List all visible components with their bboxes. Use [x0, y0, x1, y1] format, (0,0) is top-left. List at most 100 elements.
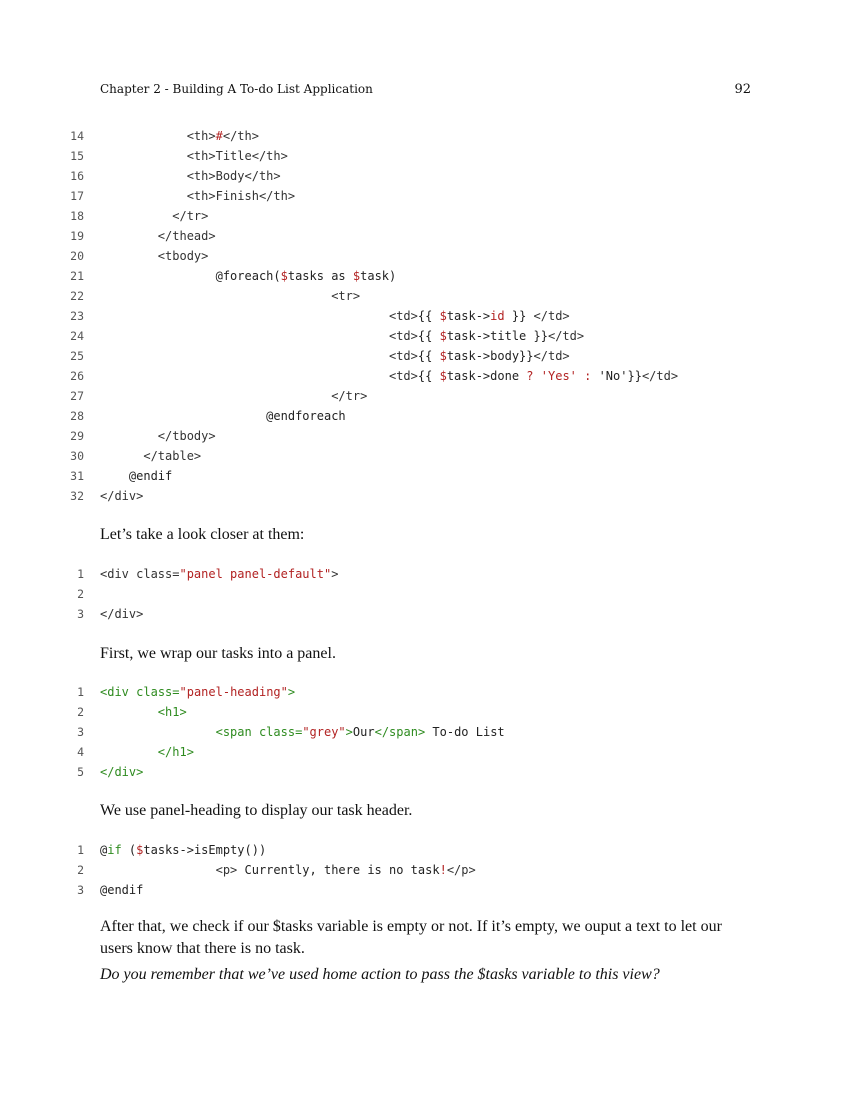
code-token [100, 725, 216, 739]
line-number: 2 [77, 705, 84, 719]
line-number: 3 [77, 883, 84, 897]
line-number: 21 [70, 269, 84, 283]
code-token: </div> [100, 765, 144, 779]
code-token: @foreach( [100, 269, 281, 283]
code-token: <h1> [157, 705, 187, 719]
line-number: 29 [70, 429, 84, 443]
code-token: "panel-heading" [179, 685, 288, 699]
line-number: 2 [77, 587, 84, 601]
code-line: 29 </tbody> [0, 426, 850, 446]
code-token: id [490, 309, 505, 323]
code-token: <td> [388, 309, 418, 323]
code-token [100, 389, 331, 403]
code-token: </thead> [157, 229, 216, 243]
code-token: 'Yes' [540, 369, 577, 383]
code-line: 30 </table> [0, 446, 850, 466]
code-token: class= [136, 685, 180, 699]
code-line: 20 <tbody> [0, 246, 850, 266]
page-header: Chapter 2 - Building A To-do List Applic… [100, 82, 751, 100]
code-token: $ [439, 349, 447, 363]
code-line: 3 @endif [0, 880, 850, 900]
code-token: task-> [446, 309, 491, 323]
code-text: <tbody> [100, 246, 209, 266]
code-token: 'No'}} [591, 369, 642, 383]
code-token [100, 745, 158, 759]
code-token: <td> [388, 329, 418, 343]
code-token: tasks as [287, 269, 353, 283]
code-line: 21 @foreach($tasks as $task) [0, 266, 850, 286]
code-text: <td>{{ $task->id }} </td> [100, 306, 570, 326]
code-token [100, 309, 389, 323]
code-token: </td> [641, 369, 679, 383]
code-line: 1<div class="panel panel-default"> [0, 564, 850, 584]
code-line: 28 @endforeach [0, 406, 850, 426]
code-token: </table> [143, 449, 202, 463]
line-number: 25 [70, 349, 84, 363]
code-text: <tr> [100, 286, 360, 306]
code-text: <th>Title</th> [100, 146, 288, 166]
line-number: 19 [70, 229, 84, 243]
code-text: @endif [100, 880, 143, 900]
paragraph-home-action-note: Do you remember that we’ve used home act… [100, 966, 660, 983]
code-token: <p> [215, 863, 238, 877]
code-text: <p> Currently, there is no task!</p> [100, 860, 476, 880]
code-token: <span [215, 725, 252, 739]
code-token: <th>Body</th> [186, 169, 281, 183]
code-token: $ [280, 269, 288, 283]
code-text: <div class="panel panel-default"> [100, 564, 338, 584]
line-number: 1 [77, 843, 84, 857]
code-token [100, 229, 158, 243]
line-number: 32 [70, 489, 84, 503]
code-text: <td>{{ $task->title }}</td> [100, 326, 584, 346]
code-text: @endforeach [100, 406, 346, 426]
code-text: </tbody> [100, 426, 216, 446]
line-number: 20 [70, 249, 84, 263]
code-line: 1<div class="panel-heading"> [0, 682, 850, 702]
line-number: 2 [77, 863, 84, 877]
code-token: {{ [417, 369, 440, 383]
line-number: 22 [70, 289, 84, 303]
code-token: <td> [388, 369, 418, 383]
code-line: 32 </div> [0, 486, 850, 506]
code-token: @endif [100, 883, 144, 897]
code-text: <span class="grey">Our</span> To-do List [100, 722, 505, 742]
code-token: task->title }} [446, 329, 548, 343]
code-token: task->body}} [446, 349, 534, 363]
code-text: </table> [100, 446, 201, 466]
code-token: task->done [446, 369, 527, 383]
paragraph-wrap-panel: First, we wrap our tasks into a panel. [100, 645, 336, 662]
code-token: # [215, 129, 223, 143]
code-line: 2 <p> Currently, there is no task!</p> [0, 860, 850, 880]
code-token: <div class= [100, 567, 180, 581]
line-number: 15 [70, 149, 84, 163]
code-text: </div> [100, 486, 143, 506]
code-text: <td>{{ $task->done ? 'Yes' : 'No'}}</td> [100, 366, 678, 386]
line-number: 17 [70, 189, 84, 203]
line-number: 18 [70, 209, 84, 223]
paragraph-closer-look: Let’s take a look closer at them: [100, 526, 305, 543]
code-line: 25 <td>{{ $task->body}}</td> [0, 346, 850, 366]
code-line: 18 </tr> [0, 206, 850, 226]
code-token: tasks->isEmpty()) [143, 843, 267, 857]
code-text: <th>#</th> [100, 126, 259, 146]
code-token: </tbody> [157, 429, 216, 443]
page-number: 92 [734, 82, 751, 97]
code-token: @endforeach [100, 409, 346, 423]
code-line: 22 <tr> [0, 286, 850, 306]
code-line: 31 @endif [0, 466, 850, 486]
code-text: </div> [100, 762, 143, 782]
paragraph-empty-check: After that, we check if our $tasks varia… [100, 918, 722, 957]
code-token [100, 369, 389, 383]
code-token: </tr> [331, 389, 368, 403]
code-line: 14 <th>#</th> [0, 126, 850, 146]
code-token: $ [439, 329, 447, 343]
code-line: 26 <td>{{ $task->done ? 'Yes' : 'No'}}</… [0, 366, 850, 386]
code-line: 17 <th>Finish</th> [0, 186, 850, 206]
code-text: </tr> [100, 386, 367, 406]
code-token: > [331, 567, 339, 581]
code-token [100, 149, 187, 163]
code-line: 15 <th>Title</th> [0, 146, 850, 166]
code-token: </td> [533, 349, 570, 363]
code-token: <td> [388, 349, 418, 363]
code-line: 23 <td>{{ $task->id }} </td> [0, 306, 850, 326]
